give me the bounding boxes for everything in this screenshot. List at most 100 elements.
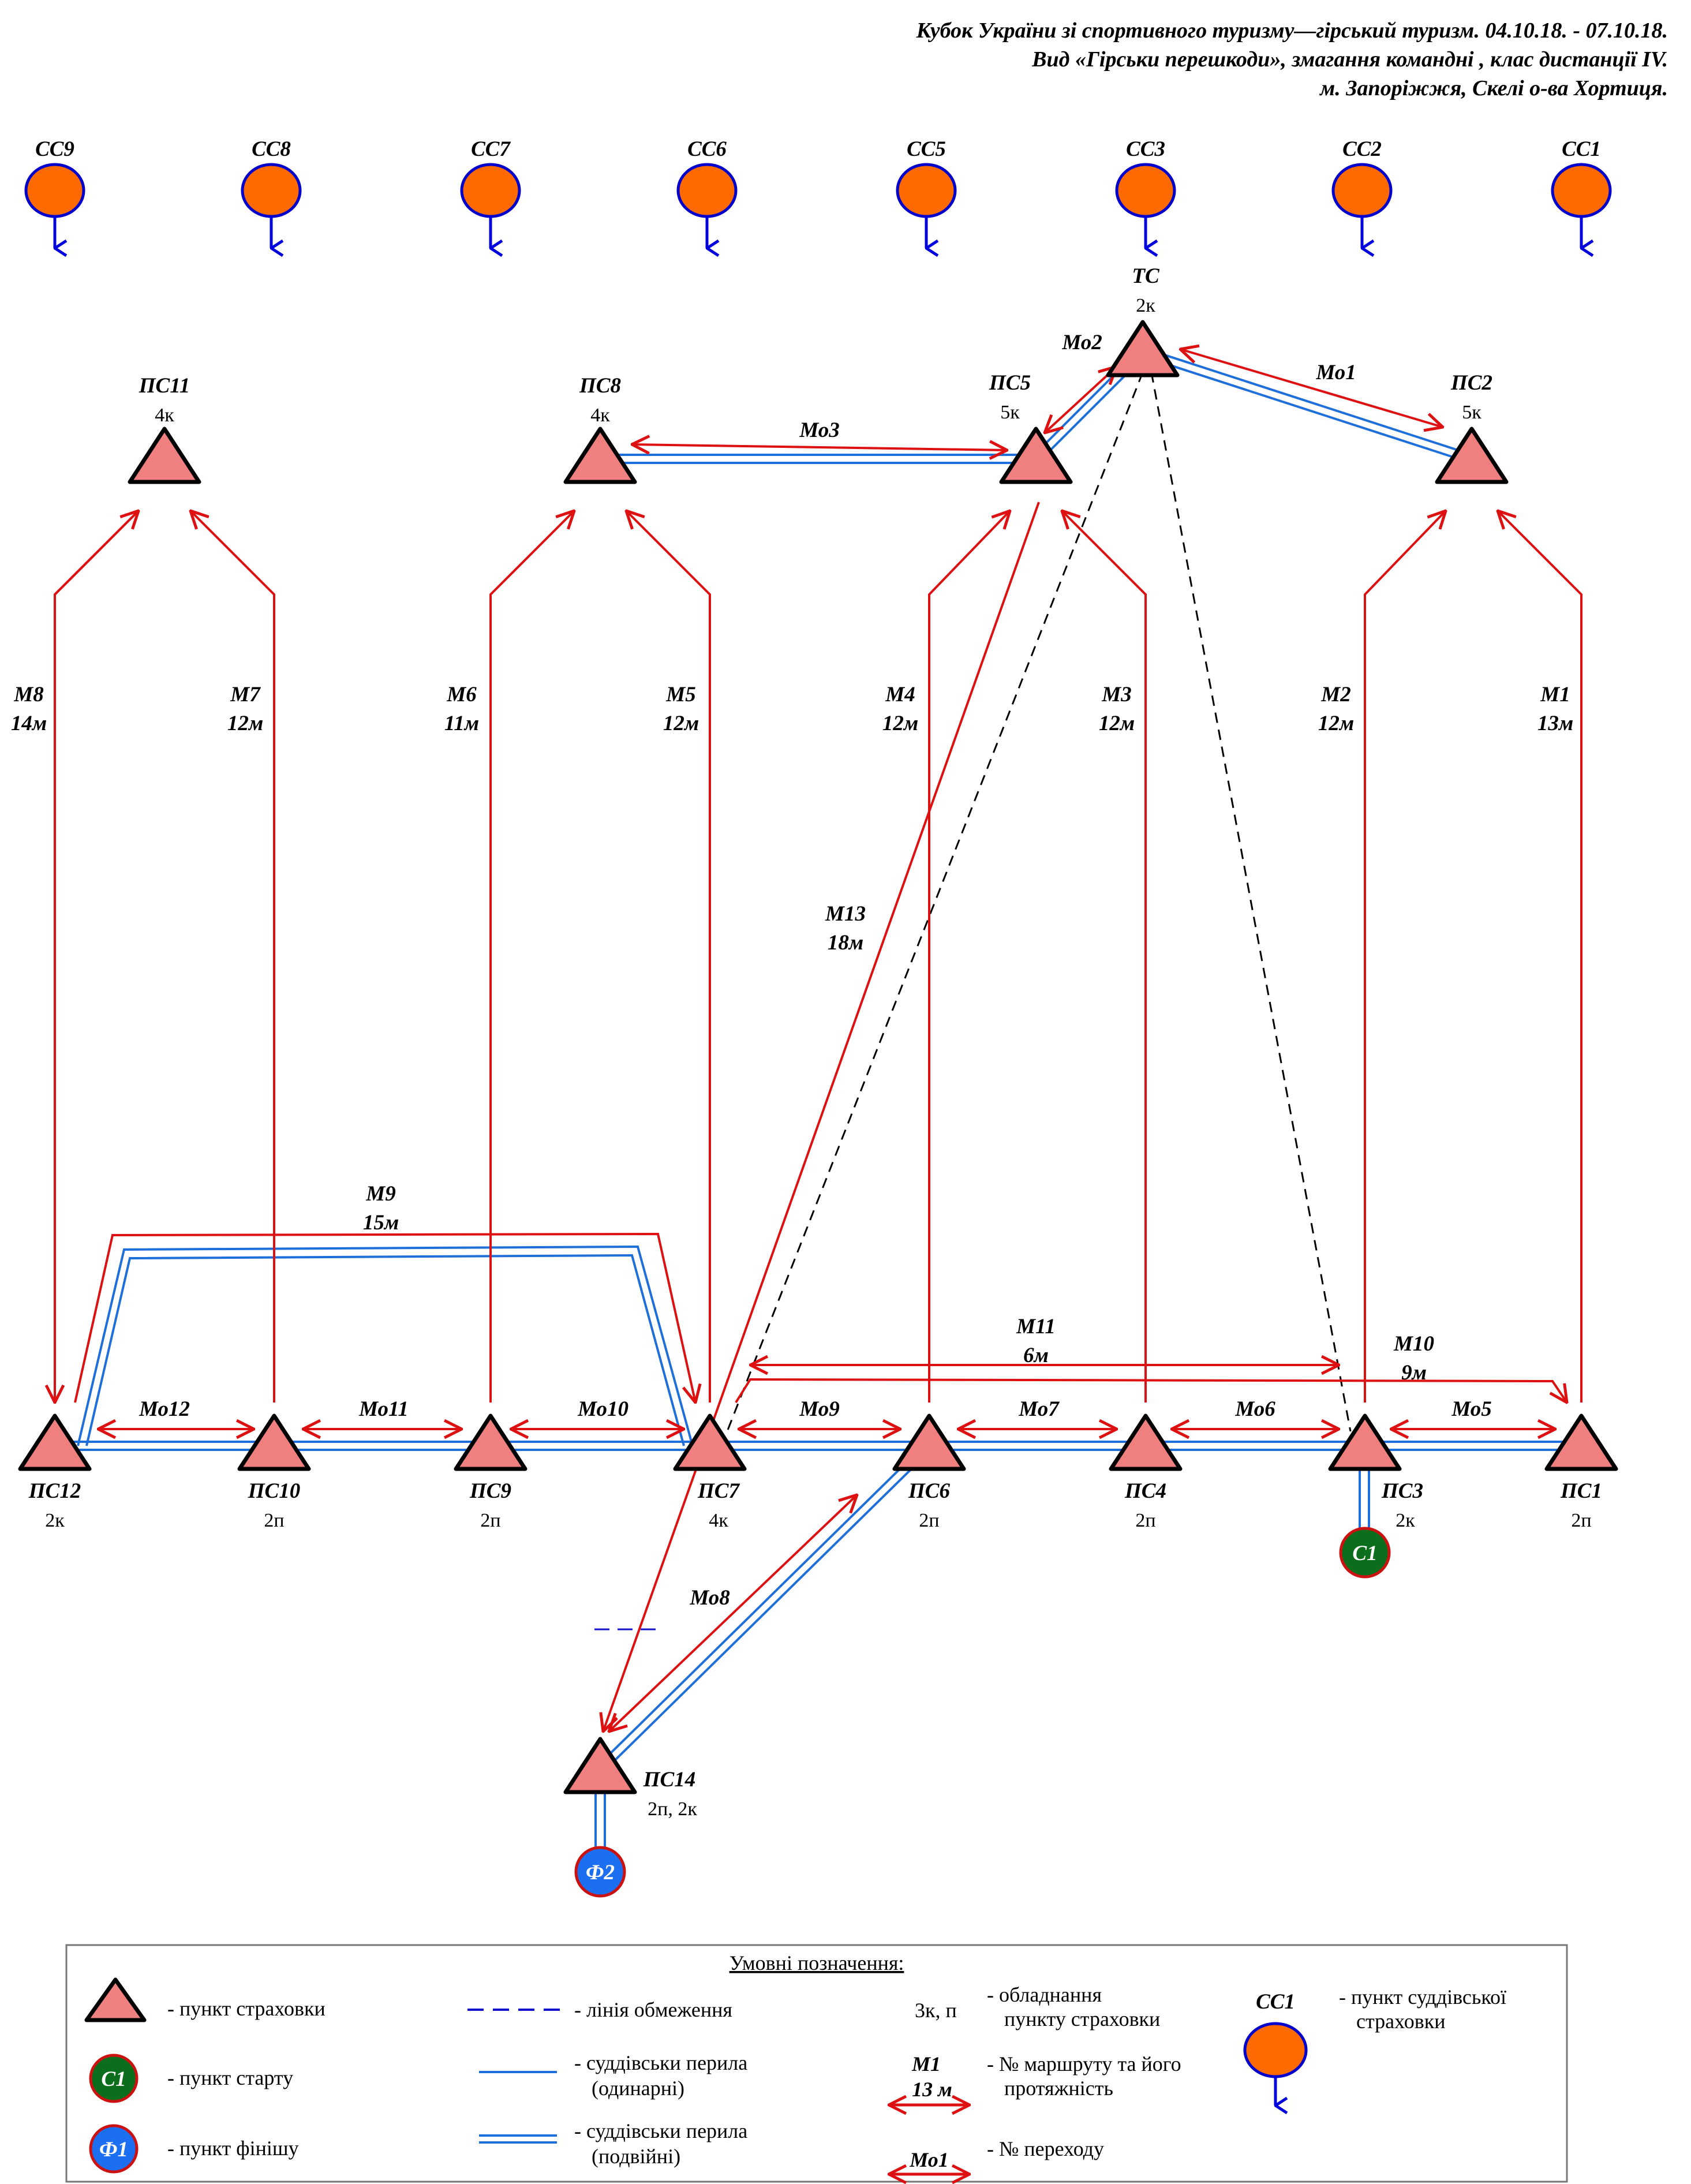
belay-point-label: ПС8 (579, 374, 621, 398)
legend-route-text-2: протяжність (1004, 2077, 1113, 2100)
start-point-circle-icon (1339, 1527, 1391, 1579)
header-line-3: м. Запоріжжя, Скелі о-ва Хортиця. (1320, 76, 1668, 100)
transition-Mo3 (632, 444, 1007, 450)
judge-point-circle-icon (1115, 163, 1176, 218)
legend-equip-text-1: - обладнання (987, 1983, 1102, 2006)
route-name-m3: М3 (1101, 683, 1131, 706)
belay-point-ps3-triangle-icon (1328, 1413, 1402, 1471)
judge-point-circle-icon (460, 163, 521, 218)
belay-point-label: ПС6 (908, 1479, 950, 1503)
labels-layer: ТС2кПС114кПС84кПС55кПС25кПС122кПС102пПС9… (11, 137, 1602, 1884)
belay-point-equipment: 5к (1000, 402, 1020, 423)
transition-name-mo8: Мо8 (689, 1586, 729, 1610)
transition-Mo1 (1180, 349, 1443, 427)
belay-point-equipment: 4к (155, 405, 174, 426)
judge-point-label: СС9 (35, 137, 74, 161)
legend-belay-text: - пункт страховки (167, 1997, 326, 2020)
legend-transition-sample: Мо1 (909, 2148, 949, 2171)
belay-point-label: ТС (1132, 264, 1160, 288)
route-M1 (1498, 511, 1582, 1403)
route-M8-up (54, 511, 139, 1403)
belay-point-ps11-triangle-icon (128, 427, 201, 484)
rail-tc-ps2-a (1141, 354, 1471, 464)
rail-m9-b (85, 1254, 685, 1446)
transition-name-mo12: Мо12 (139, 1397, 190, 1421)
judge-point-label: СС6 (687, 137, 727, 161)
legend-start-text: - пункт старту (167, 2066, 293, 2089)
route-length-m2: 12м (1318, 712, 1354, 735)
route-M3 (1062, 511, 1147, 1403)
belay-point-equipment: 2п (264, 1510, 284, 1531)
judge-point-circle-icon (1331, 163, 1393, 218)
belay-point-ps8-triangle-icon (563, 427, 637, 484)
belay-point-equipment: 2п (919, 1510, 939, 1531)
belay-point-equipment: 2п (1571, 1510, 1591, 1531)
belay-point-label: ПС2 (1450, 371, 1492, 395)
route-name-m13: М13 (825, 902, 866, 926)
route-name-m8: М8 (13, 683, 43, 706)
legend-start-symbol: С1 (101, 2067, 126, 2091)
belay-point-label: ПС3 (1381, 1479, 1423, 1503)
belay-point-ps5-triangle-icon (999, 427, 1073, 484)
route-name-m10: М10 (1393, 1332, 1434, 1356)
route-M5 (626, 511, 711, 1403)
judge-point-label: СС3 (1126, 137, 1165, 161)
nodes-layer (18, 163, 1618, 1898)
judge-point-label: СС1 (1562, 137, 1601, 161)
legend: Умовні позначення: - пункт страховки С1 … (65, 1944, 1568, 2182)
legend-equip-text-2: пункту страховки (1004, 2007, 1160, 2030)
judge-point-label: СС2 (1342, 137, 1382, 161)
judge-point-circle-icon (1551, 163, 1612, 218)
route-length-m13: 18м (828, 931, 863, 955)
legend-limit-text: - лінія обмеження (574, 1998, 732, 2021)
rail-ps6-ps14-b (602, 1448, 933, 1773)
rail-tc-ps2-b (1143, 347, 1473, 457)
legend-belay-triangle-icon (84, 1977, 147, 2022)
transition-name-mo9: Мо9 (799, 1397, 839, 1421)
legend-finish-text: - пункт фінішу (167, 2137, 299, 2160)
judge-point-circle-icon (676, 163, 738, 218)
legend-route-sample-length: 13 м (912, 2078, 952, 2101)
finish-point-label: Ф2 (586, 1861, 615, 1884)
belay-point-ps12-triangle-icon (18, 1413, 92, 1471)
transition-name-mo3: Мо3 (799, 418, 839, 442)
judge-point-label: СС7 (471, 137, 511, 161)
legend-transition-text: - № переходу (987, 2137, 1104, 2160)
belay-point-ps14-triangle-icon (563, 1737, 637, 1794)
belay-point-ps10-triangle-icon (237, 1413, 311, 1471)
belay-point-ps7-triangle-icon (673, 1413, 747, 1471)
legend-judge-text-1: - пункт суддівської (1339, 1985, 1506, 2009)
routes-layer (54, 349, 1582, 1732)
transition-name-mo5: Мо5 (1451, 1397, 1491, 1421)
transition-Mo2 (1045, 367, 1117, 433)
route-length-m8: 14м (11, 712, 47, 735)
transition-name-mo2: Мо2 (1061, 331, 1102, 354)
route-length-m1: 13м (1537, 712, 1573, 735)
belay-point-equipment: 2к (45, 1510, 65, 1531)
belay-point-equipment: 2к (1136, 295, 1155, 316)
route-M9 (74, 1232, 695, 1403)
legend-title: Умовні позначення: (729, 1951, 904, 1974)
finish-point-circle-icon (574, 1846, 626, 1898)
transition-name-mo7: Мо7 (1018, 1397, 1060, 1421)
legend-route-sample-name: М1 (911, 2052, 941, 2075)
judge-point-circle-icon (24, 163, 85, 218)
route-M10 (735, 1378, 1567, 1403)
legend-finish-circle-icon (89, 2124, 139, 2174)
route-name-m6: М6 (446, 683, 477, 706)
judge-point-label: СС8 (252, 137, 291, 161)
belay-point-equipment: 2п, 2к (648, 1798, 697, 1820)
route-M4 (928, 511, 1010, 1403)
route-name-m2: М2 (1320, 683, 1350, 706)
judge-point-label: СС5 (907, 137, 946, 161)
belay-point-equipment: 2п (480, 1510, 500, 1531)
route-name-m1: М1 (1540, 683, 1570, 706)
belay-point-label: ПС11 (139, 374, 190, 398)
transition-Mo8 (609, 1495, 857, 1732)
route-length-m5: 12м (663, 712, 699, 735)
limit-line-tc-ps3 (1150, 372, 1352, 1432)
belay-point-label: ПС14 (643, 1768, 695, 1792)
route-length-m11: 6м (1023, 1344, 1049, 1367)
route-name-m11: М11 (1016, 1315, 1056, 1338)
belay-point-label: ПС5 (989, 371, 1031, 395)
